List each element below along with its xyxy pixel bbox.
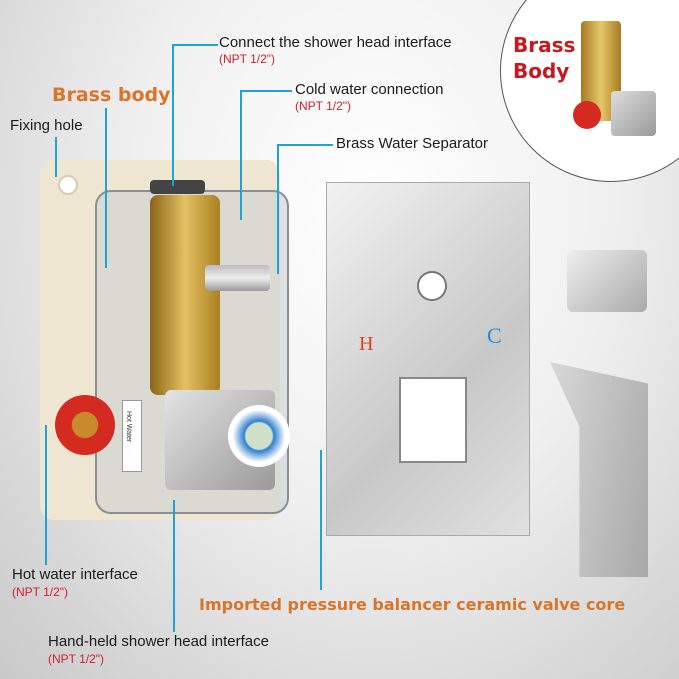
inset-cartridge bbox=[611, 91, 656, 136]
cover-plate: H C bbox=[326, 182, 530, 536]
leader-line bbox=[320, 450, 322, 590]
leader-line bbox=[173, 500, 175, 632]
hot-water-label: Hot water interface bbox=[12, 566, 138, 583]
leader-line bbox=[172, 44, 174, 186]
leader-line bbox=[277, 144, 333, 146]
lever-handle bbox=[550, 362, 648, 577]
diverter-knob bbox=[567, 250, 647, 312]
inset-red-cap bbox=[573, 101, 601, 129]
hot-water-npt: (NPT 1/2") bbox=[12, 585, 69, 599]
hot-water-port bbox=[55, 395, 115, 455]
shower-head-label: Connect the shower head interface bbox=[219, 34, 452, 51]
cold-water-label: Cold water connection bbox=[295, 81, 444, 98]
brass-separator bbox=[205, 265, 270, 291]
leader-line bbox=[240, 90, 242, 220]
leader-line bbox=[277, 144, 279, 274]
brass-body-label: Brass body bbox=[52, 84, 171, 106]
handheld-npt: (NPT 1/2") bbox=[48, 652, 105, 666]
ceramic-valve-core bbox=[228, 405, 290, 467]
brass-body bbox=[150, 195, 220, 395]
handheld-label: Hand-held shower head interface bbox=[48, 633, 269, 650]
leader-line bbox=[172, 44, 218, 46]
diverter-hole bbox=[417, 271, 447, 301]
inset-title: Brass Body bbox=[513, 33, 576, 83]
cold-water-npt: (NPT 1/2") bbox=[295, 99, 352, 113]
fixing-hole-label: Fixing hole bbox=[10, 117, 83, 134]
handle-opening bbox=[399, 377, 467, 463]
brass-body-inset bbox=[500, 0, 679, 182]
hot-mark: H bbox=[359, 333, 374, 355]
hot-water-tag: Hot Water bbox=[122, 400, 142, 472]
shower-head-npt: (NPT 1/2") bbox=[219, 52, 276, 66]
separator-label: Brass Water Separator bbox=[336, 135, 488, 152]
leader-line bbox=[105, 108, 107, 268]
cold-mark: C bbox=[487, 323, 502, 348]
top-outlet bbox=[150, 180, 205, 194]
leader-line bbox=[240, 90, 292, 92]
leader-line bbox=[45, 425, 47, 565]
valve-core-label: Imported pressure balancer ceramic valve… bbox=[199, 595, 626, 614]
fixing-hole-icon bbox=[58, 175, 78, 195]
leader-line bbox=[55, 137, 57, 177]
